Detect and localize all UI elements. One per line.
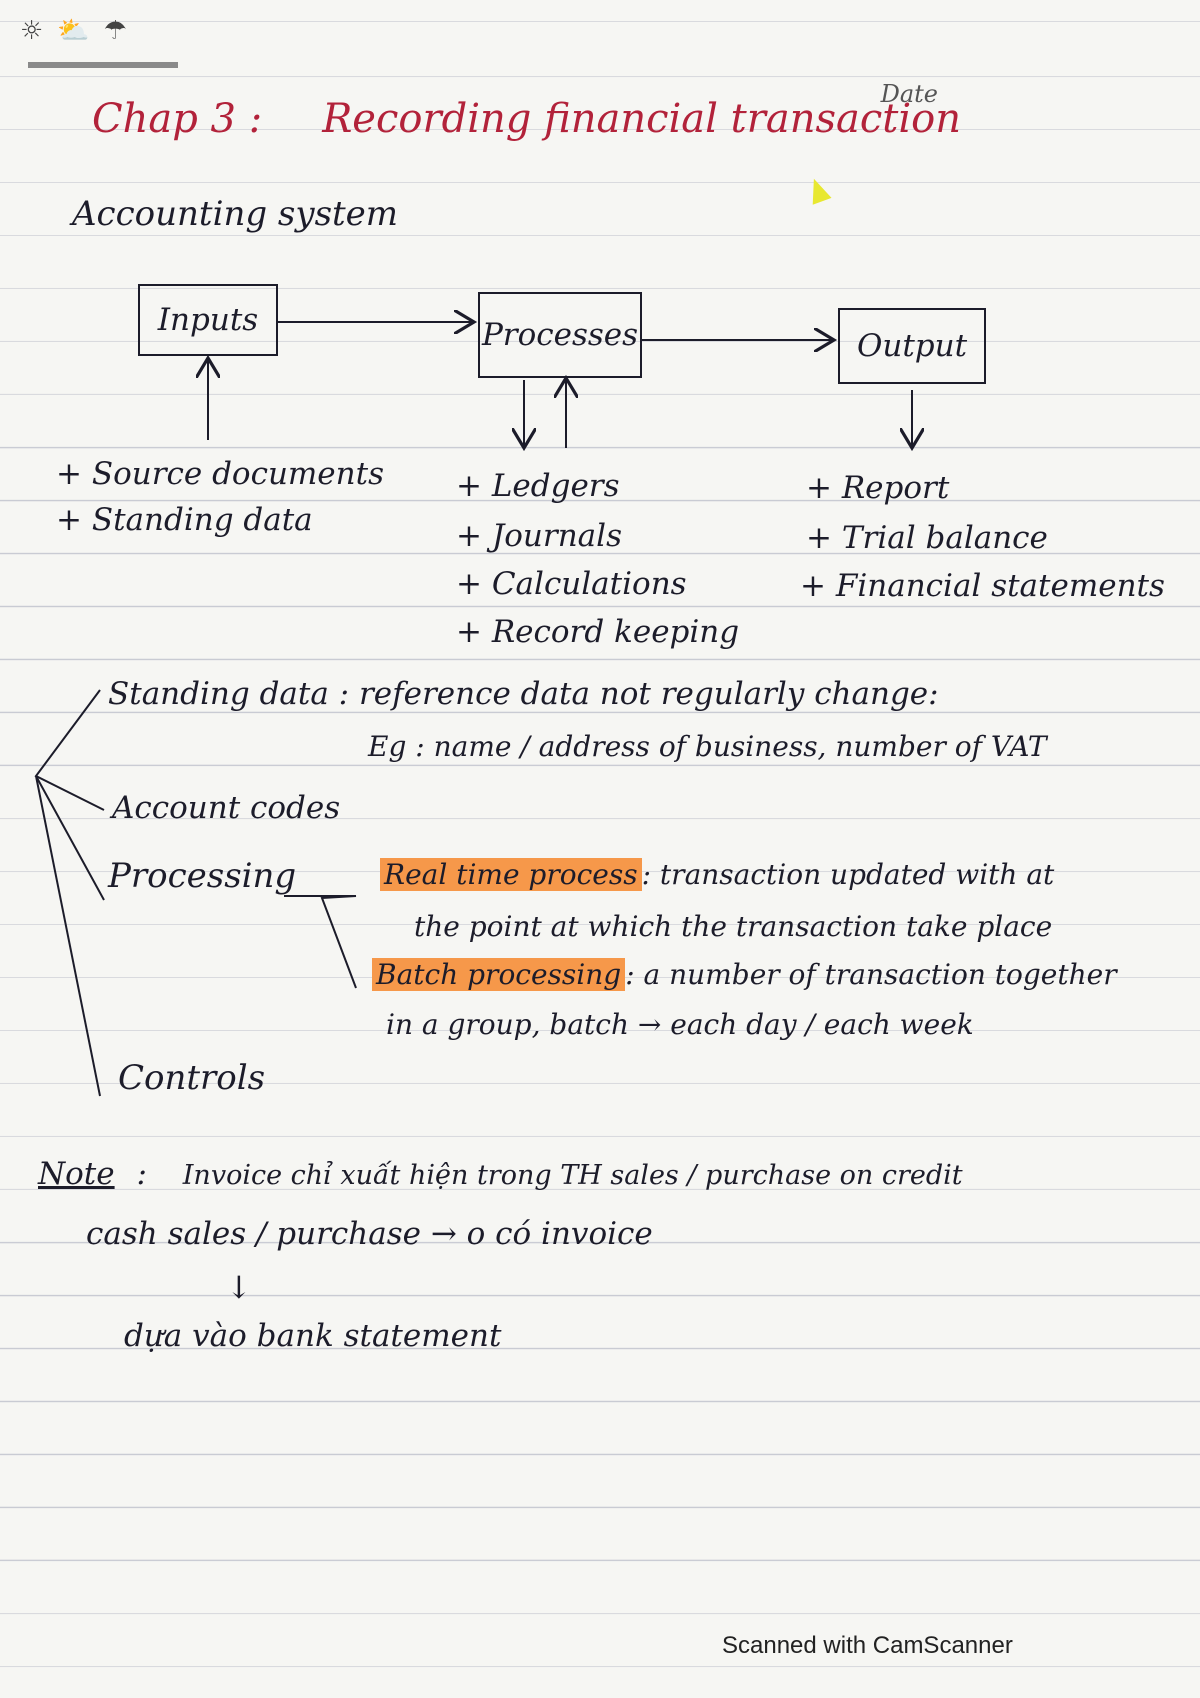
realtime-line: Real time process: transaction updated w…	[380, 858, 1054, 891]
batch-desc: : a number of transaction together	[625, 958, 1117, 991]
batch-term: Batch processing	[372, 958, 626, 991]
standing-data-definition: Standing data : reference data not regul…	[108, 676, 939, 712]
note-line-3: dựa vào bank statement	[124, 1318, 502, 1354]
list-item: + Source documents	[56, 456, 384, 492]
realtime-term: Real time process	[380, 858, 642, 891]
output-box: Output	[838, 308, 986, 384]
note-colon: :	[136, 1156, 147, 1192]
realtime-desc-2: the point at which the transaction take …	[414, 910, 1053, 943]
scanner-watermark: Scanned with CamScanner	[722, 1632, 1013, 1659]
list-item: + Financial statements	[800, 568, 1165, 604]
inputs-box: Inputs	[138, 284, 278, 356]
processes-box: Processes	[478, 292, 642, 378]
rain-icon: ☂	[103, 16, 127, 46]
list-item: + Journals	[456, 518, 622, 554]
weather-icons: ☼ ⛅ ☂	[20, 16, 127, 46]
note-line: Note : Invoice chỉ xuất hiện trong TH sa…	[38, 1156, 963, 1192]
partly-cloudy-icon: ⛅	[57, 16, 90, 46]
sun-icon: ☼	[20, 16, 44, 46]
processing-label: Processing	[108, 856, 297, 896]
diagram-arrows	[0, 0, 1200, 720]
list-item: + Trial balance	[806, 520, 1048, 556]
list-item: + Ledgers	[456, 468, 620, 504]
note-label: Note	[38, 1156, 115, 1192]
down-arrow-icon: ↓	[226, 1270, 252, 1306]
note-text: Invoice chỉ xuất hiện trong TH sales / p…	[182, 1160, 963, 1191]
realtime-desc: : transaction updated with at	[641, 858, 1055, 891]
list-item: + Record keeping	[456, 614, 740, 650]
weather-underline	[28, 62, 178, 68]
date-label: Date	[880, 80, 938, 108]
list-item: + Standing data	[56, 502, 313, 538]
section-heading: Accounting system	[72, 194, 399, 234]
note-line-2: cash sales / purchase → o có invoice	[86, 1216, 653, 1252]
branch-lines	[34, 689, 357, 1097]
example-line: Eg : name / address of business, number …	[368, 730, 1047, 763]
list-item: + Report	[806, 470, 950, 506]
controls-label: Controls	[118, 1058, 266, 1098]
title-text: Recording financial transaction	[322, 96, 961, 142]
chapter-label: Chap 3 :	[92, 96, 263, 142]
account-codes: Account codes	[112, 790, 341, 826]
page-title: Chap 3 : Recording financial transaction	[92, 96, 961, 142]
batch-desc-2: in a group, batch → each day / each week	[386, 1008, 974, 1041]
list-item: + Calculations	[456, 566, 687, 602]
batch-line: Batch processing: a number of transactio…	[372, 958, 1117, 991]
